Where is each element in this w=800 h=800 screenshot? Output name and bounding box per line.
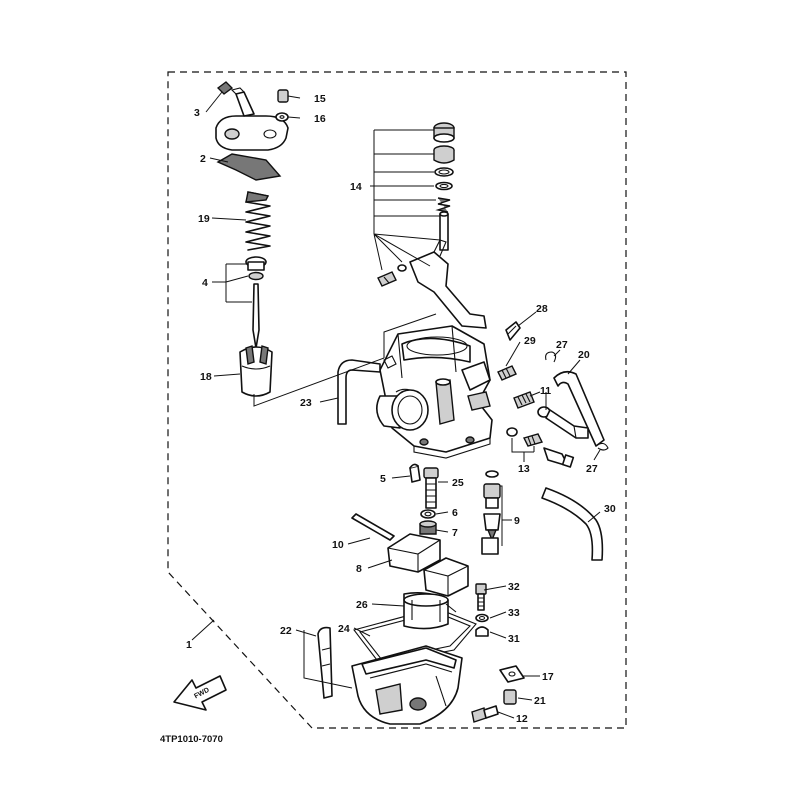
throttle-valve-18 [239,345,273,397]
needle-jet-25 [423,467,439,509]
float-bowl [351,645,463,725]
callout-29: 29 [524,335,536,347]
callout-23: 23 [300,397,312,409]
plate-17 [499,665,525,683]
callout-1: 1 [186,639,192,651]
callout-3: 3 [194,107,200,119]
hose-30 [541,487,604,561]
washer-14d [435,181,453,191]
needle-set-4 [245,256,267,349]
main-jet-7 [419,520,437,535]
leader-lines [191,91,601,719]
gasket-2 [216,153,282,181]
callout-17: 17 [542,671,554,683]
screw-15 [277,89,289,103]
callout-32: 32 [508,581,520,593]
callout-6: 6 [452,507,458,519]
pin-10 [351,513,395,541]
screw-32 [475,583,487,611]
float-8 [387,533,469,597]
callout-28: 28 [536,303,548,315]
carburetor-body [376,325,493,459]
boot-14b [433,145,455,164]
callout-27-bottom: 27 [586,463,598,475]
callout-11: 11 [540,385,551,397]
callout-9: 9 [514,515,520,527]
callout-12: 12 [516,713,528,725]
clip-27-bottom [595,442,609,451]
screw-12 [471,705,499,723]
callout-27-top: 27 [556,339,568,351]
washer-33 [475,613,489,623]
screw-set-11 [513,391,589,439]
screw-set-13 [506,427,575,468]
washer-6 [420,509,436,519]
fwd-arrow-icon: FWD [173,675,227,711]
callout-26: 26 [356,599,368,611]
callout-labels: 1 2 3 4 5 6 7 8 9 10 11 12 13 14 15 16 1… [186,93,616,725]
callout-4: 4 [202,277,208,289]
callout-16: 16 [314,113,326,125]
callout-7: 7 [452,527,458,539]
callout-20: 20 [578,349,590,361]
spring-14e [435,197,451,213]
callout-21: 21 [534,695,546,707]
spring-19 [245,191,271,251]
tube-22 [317,626,333,699]
oring-14c [434,167,454,177]
callout-8: 8 [356,563,362,575]
callout-31: 31 [508,633,520,645]
jet-5 [409,463,421,483]
cap-14a [433,122,455,143]
carb-cap [215,87,289,151]
callout-13: 13 [518,463,530,475]
callout-14: 14 [350,181,362,193]
overflow-tube-23 [337,359,381,425]
clip-27-top [545,351,557,363]
diagram-code: 4TP1010-7070 [160,734,223,745]
callout-33: 33 [508,607,520,619]
washer-16 [275,112,289,122]
screw-14h [377,271,397,287]
plug-31 [475,626,489,637]
callout-10: 10 [332,539,344,551]
callout-2: 2 [200,153,206,165]
screw-3 [216,81,234,95]
screw-21 [503,689,517,705]
callout-25: 25 [452,477,464,489]
adjuster-28 [505,321,521,341]
callout-18: 18 [200,371,212,383]
fitting-29 [497,365,517,381]
needle-valve-9 [481,470,501,555]
callout-5: 5 [380,473,386,485]
callout-19: 19 [198,213,210,225]
float-26 [403,592,457,630]
callout-22: 22 [280,625,292,637]
washer-14i [397,264,407,272]
shaft-14f [439,211,449,251]
callout-24: 24 [338,623,350,635]
lever-14g [409,239,487,329]
callout-30: 30 [604,503,616,515]
callout-15: 15 [314,93,326,105]
